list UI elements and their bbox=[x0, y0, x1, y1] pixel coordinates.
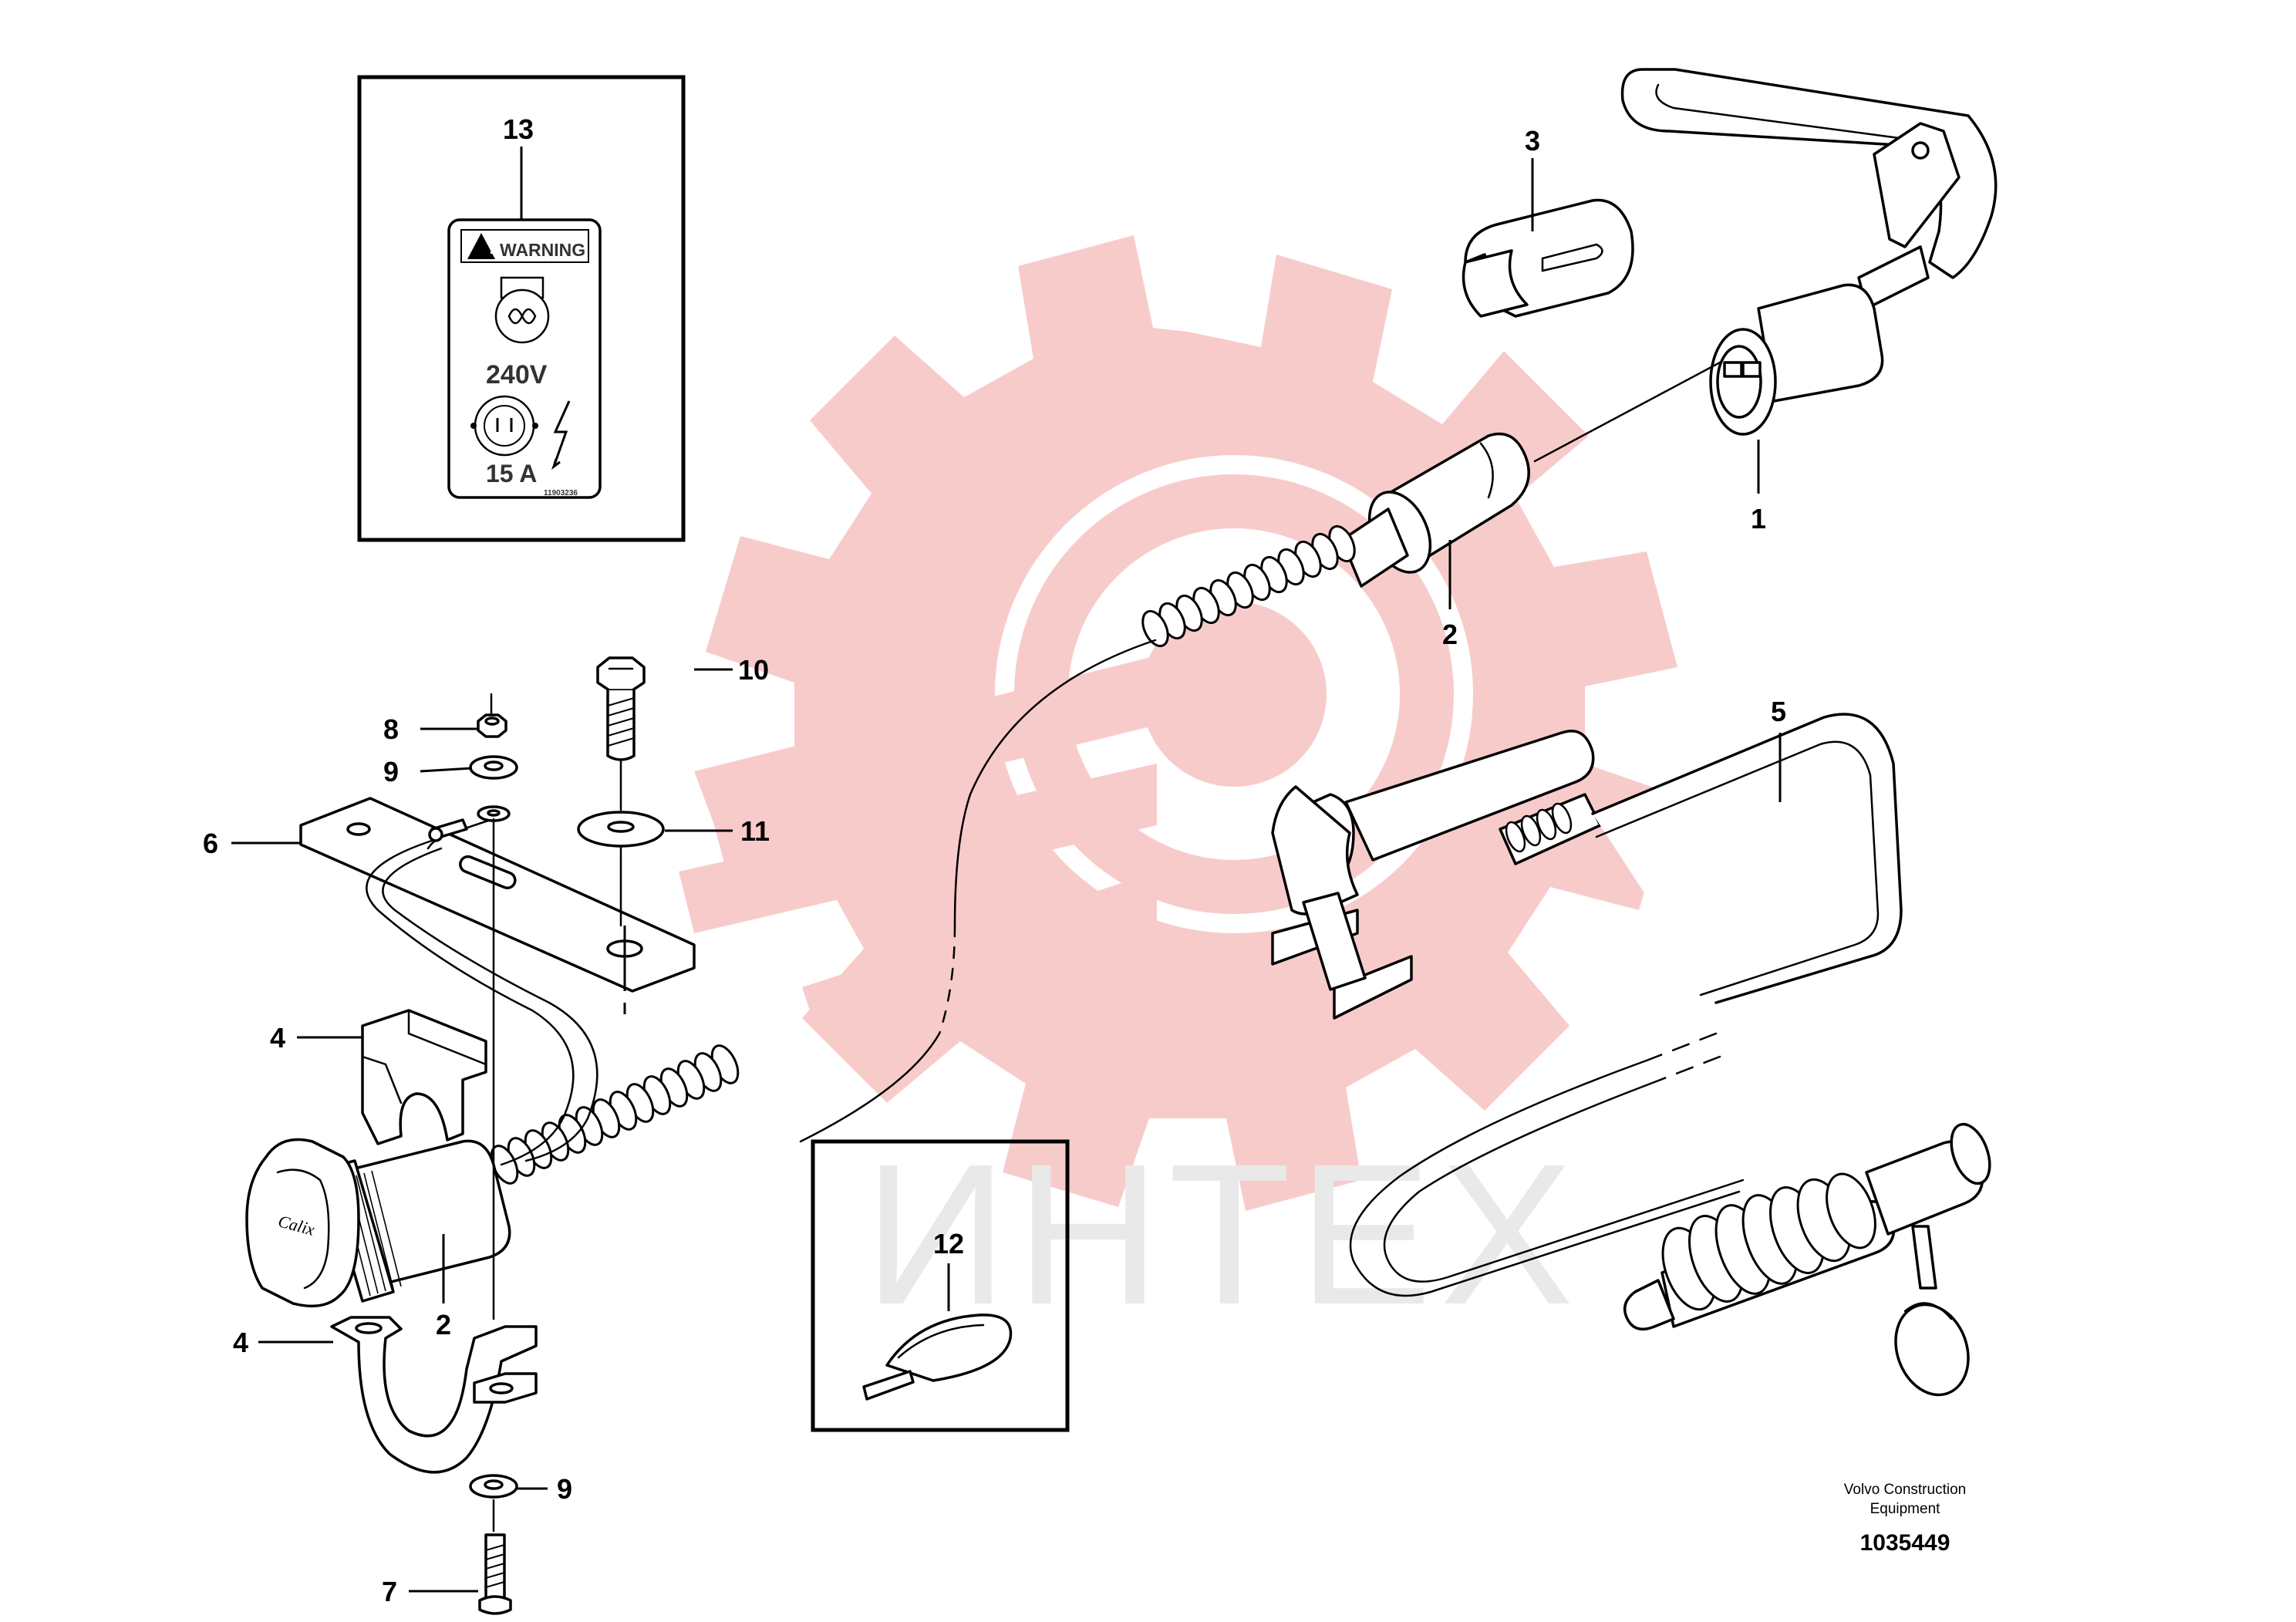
callout-2-bottom: 2 bbox=[436, 1309, 451, 1340]
box-12-frame bbox=[811, 1139, 1070, 1432]
document-number: 1035449 bbox=[1860, 1530, 1950, 1556]
manufacturer-line-1: Volvo Construction bbox=[1844, 1482, 1966, 1498]
watermark-center bbox=[1141, 602, 1327, 787]
socket-part-2-bottom: Calix bbox=[245, 1138, 511, 1308]
bolt-part-10 bbox=[596, 656, 646, 811]
watermark-gear-logo bbox=[679, 235, 1677, 1211]
connector-plug-part-2-top bbox=[1340, 361, 1721, 609]
bracket-plate-part-6 bbox=[299, 797, 696, 1014]
clamp-part-4-top bbox=[361, 1009, 487, 1145]
warning-triangle-icon bbox=[467, 233, 495, 259]
receptacle-part-1 bbox=[1709, 283, 1884, 494]
warning-part-code: 11903236 bbox=[544, 489, 578, 497]
callout-2-top: 2 bbox=[1442, 619, 1458, 650]
protective-cap-part-3 bbox=[1462, 158, 1634, 318]
washer-part-11 bbox=[577, 811, 665, 927]
power-cord-part-5 bbox=[1271, 713, 1903, 1297]
ground-wire bbox=[366, 816, 598, 1166]
watermark-streak-3 bbox=[802, 872, 1157, 1034]
callout-9-top: 9 bbox=[383, 756, 399, 787]
warning-label-box: ! WARNING 240V 15 A 11903236 bbox=[357, 75, 686, 542]
callout-13: 13 bbox=[503, 113, 534, 145]
cable-tie-part bbox=[862, 1313, 1013, 1401]
callout-5: 5 bbox=[1771, 696, 1786, 727]
screw-part-7 bbox=[478, 1533, 512, 1615]
callout-3: 3 bbox=[1525, 125, 1540, 157]
corrugated-tube-bottom bbox=[490, 1044, 740, 1185]
svg-text:!: ! bbox=[489, 241, 494, 258]
warning-heading: WARNING bbox=[500, 240, 585, 260]
small-washer-top bbox=[477, 805, 511, 822]
callout-6: 6 bbox=[203, 828, 218, 859]
callout-11: 11 bbox=[740, 815, 770, 847]
watermark-text: ИНТЕХ bbox=[864, 1123, 1581, 1347]
callout-9-bottom: 9 bbox=[557, 1473, 572, 1505]
watermark-streak-2 bbox=[679, 764, 1157, 933]
callout-10: 10 bbox=[738, 654, 769, 686]
clamp-part-4-bottom bbox=[330, 1316, 538, 1474]
warning-current: 15 A bbox=[486, 460, 537, 487]
callout-7: 7 bbox=[382, 1576, 397, 1607]
nut-part-8 bbox=[477, 693, 507, 738]
outlet-icon bbox=[470, 395, 538, 457]
corrugated-tube-top bbox=[799, 524, 1356, 1143]
manufacturer-line-2: Equipment bbox=[1870, 1501, 1941, 1517]
washer-part-9-bottom bbox=[469, 1474, 518, 1533]
callout-8: 8 bbox=[383, 713, 399, 745]
lightning-icon bbox=[551, 400, 571, 470]
callout-1: 1 bbox=[1751, 503, 1766, 534]
washer-part-9-top bbox=[469, 755, 518, 780]
mounting-bracket-rod bbox=[1620, 68, 1998, 310]
heater-icon bbox=[494, 276, 550, 344]
callout-numbers: 1 2 2 3 4 4 5 6 7 8 9 9 10 11 12 13 bbox=[203, 113, 1786, 1607]
box-13-frame bbox=[357, 75, 686, 542]
callout-4-top: 4 bbox=[270, 1022, 285, 1054]
callout-4-bottom: 4 bbox=[233, 1327, 248, 1358]
inline-connector-part-5 bbox=[1623, 1122, 1991, 1397]
leader-lines bbox=[231, 668, 1782, 1593]
callout-12: 12 bbox=[933, 1228, 964, 1259]
document-footer: Volvo Construction Equipment 1035449 bbox=[1844, 1482, 1966, 1556]
cable-tie-box bbox=[811, 1139, 1070, 1432]
warning-voltage: 240V bbox=[486, 360, 548, 389]
